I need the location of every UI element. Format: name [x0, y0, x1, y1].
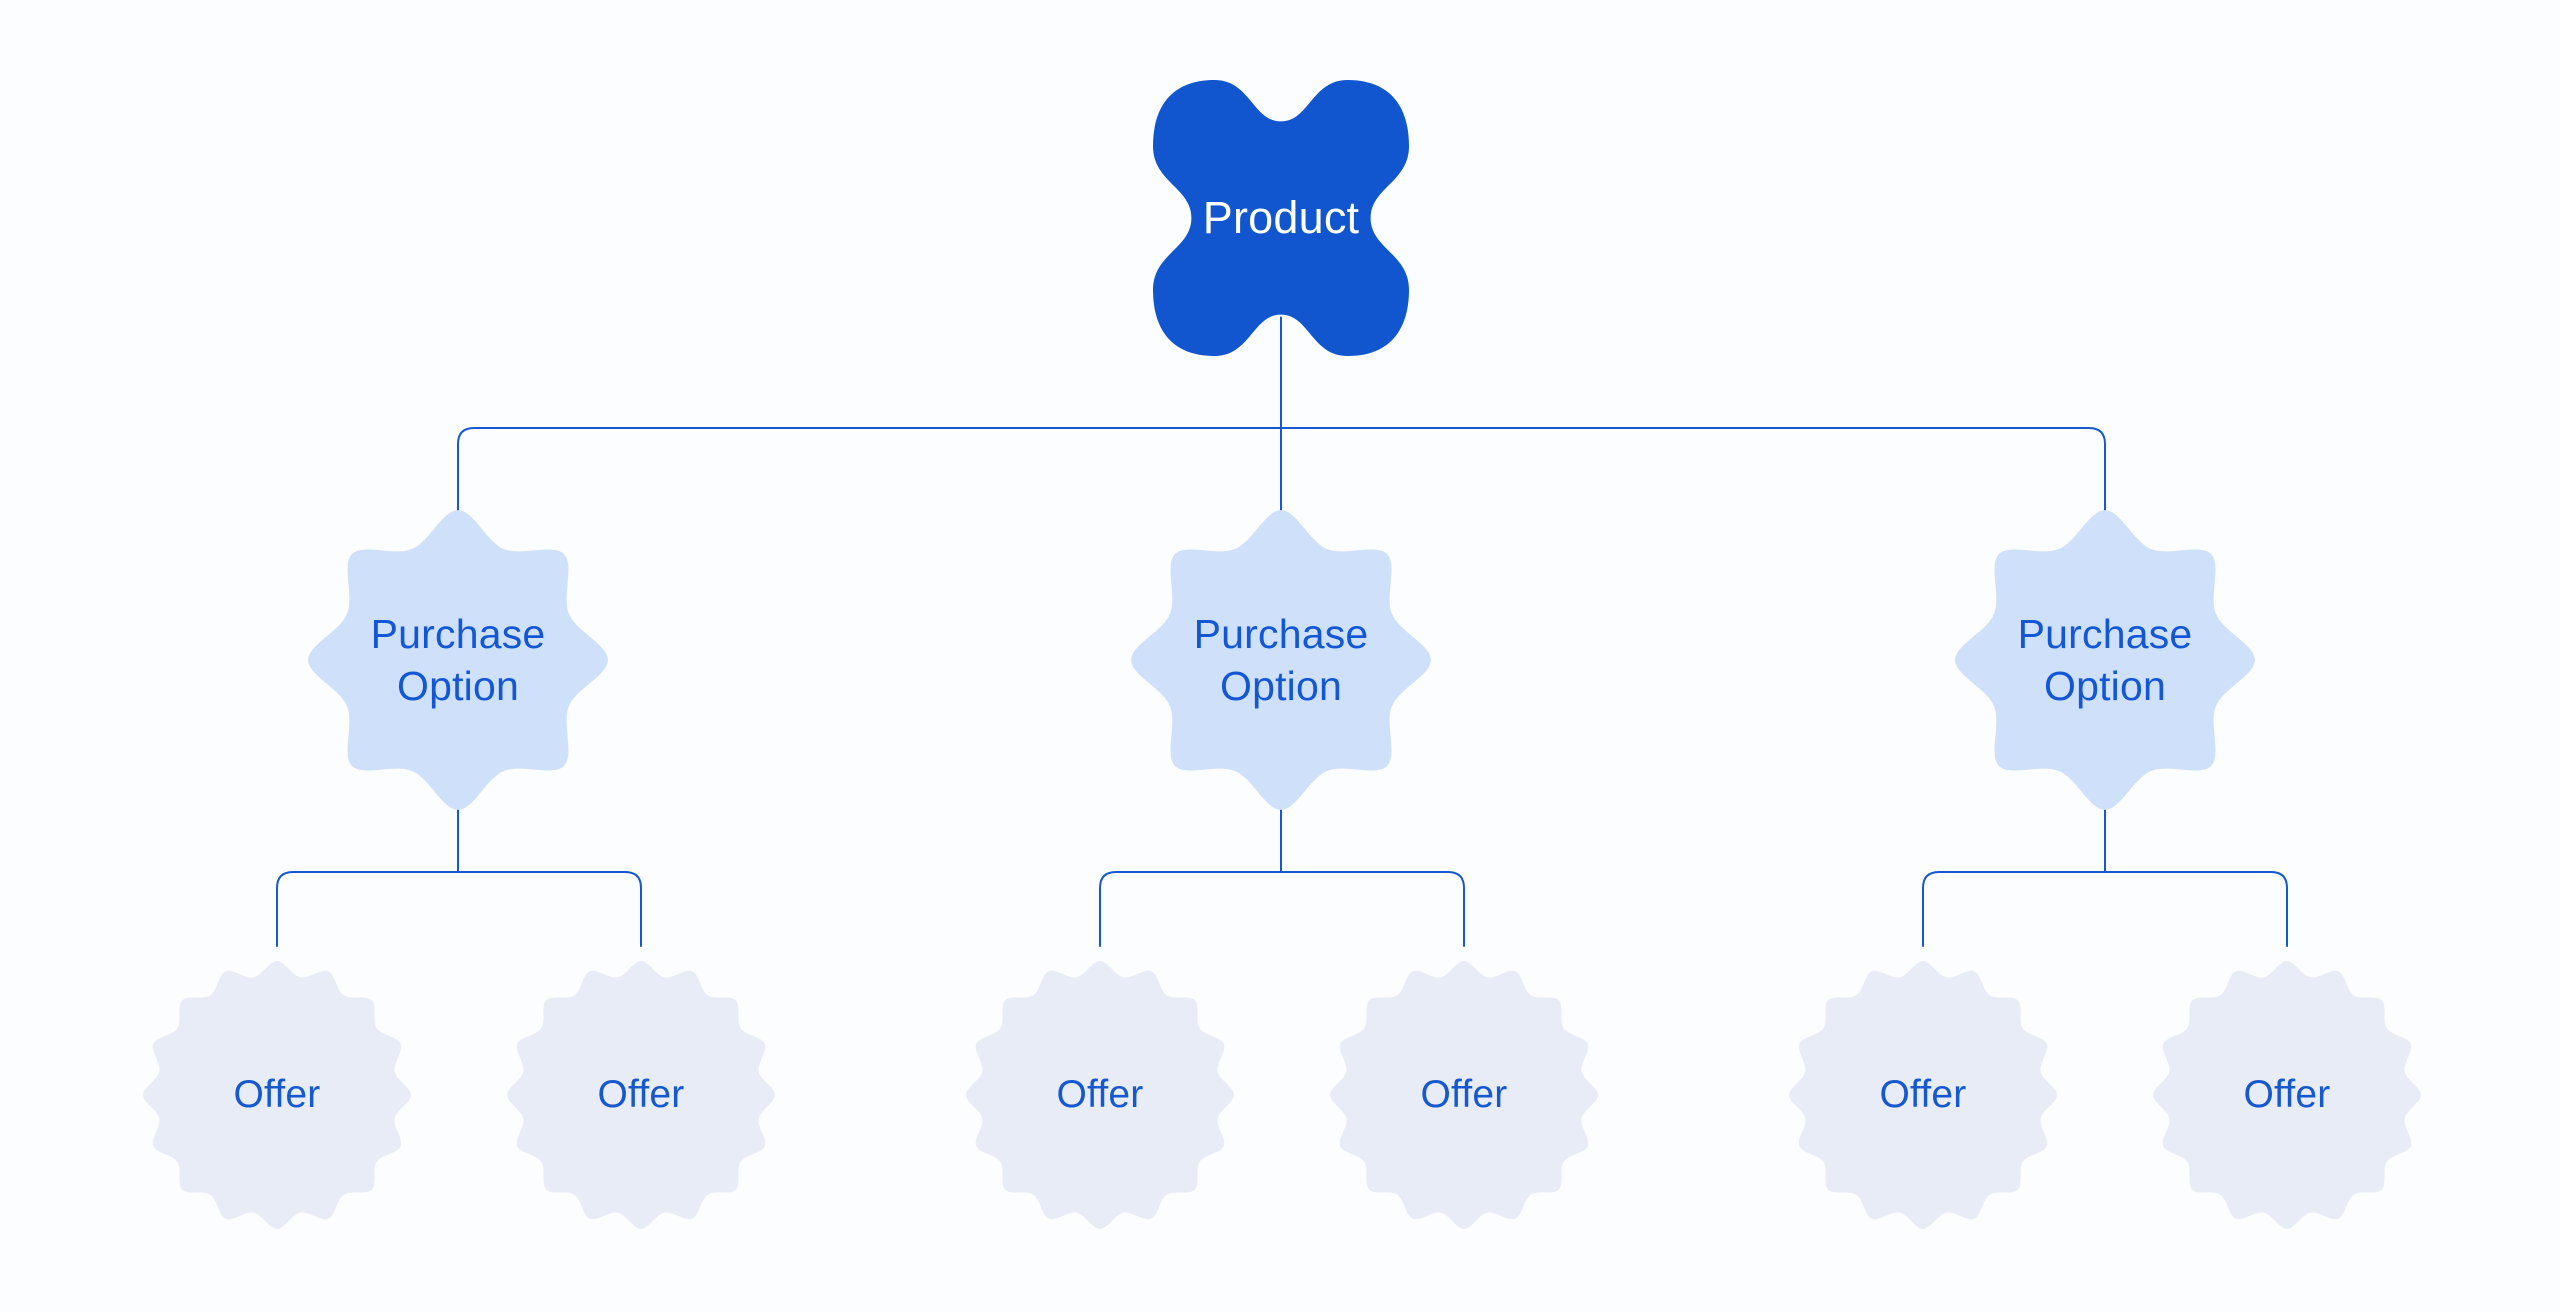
node-shape-offer-4 — [1330, 961, 1598, 1229]
node-shape-offer-5 — [1789, 961, 2057, 1229]
connector-layer — [276, 316, 2288, 947]
connector-option-1-to-offers — [276, 798, 642, 947]
node-shape-option-2 — [1131, 510, 1431, 810]
node-shape-product — [1153, 80, 1409, 356]
node-shape-option-3 — [1955, 510, 2255, 810]
node-purchase-option-3[interactable] — [1955, 510, 2255, 810]
node-product[interactable] — [1153, 90, 1409, 346]
node-purchase-option-2[interactable] — [1131, 510, 1431, 810]
connector-option-2-to-offers — [1099, 798, 1465, 947]
connector-product-to-options — [457, 316, 2106, 514]
connector-option-3-to-offers — [1922, 798, 2288, 947]
node-purchase-option-1[interactable] — [308, 510, 608, 810]
node-shape-option-1 — [308, 510, 608, 810]
node-shape-offer-2 — [507, 961, 775, 1229]
node-offer-3[interactable] — [962, 957, 1238, 1233]
node-layer — [143, 80, 2421, 1229]
node-shape-offer-1 — [143, 961, 411, 1229]
node-offer-4[interactable] — [1326, 957, 1602, 1233]
node-shape-offer-6 — [2153, 961, 2421, 1229]
node-shape-offer-3 — [966, 961, 1234, 1229]
node-offer-5[interactable] — [1785, 957, 2061, 1233]
node-offer-2[interactable] — [503, 957, 779, 1233]
node-offer-1[interactable] — [139, 957, 415, 1233]
node-offer-6[interactable] — [2149, 957, 2425, 1233]
